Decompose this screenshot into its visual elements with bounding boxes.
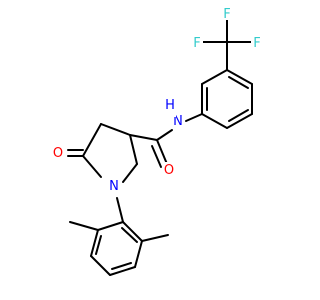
bond-n-aryl [116,197,124,223]
bond-ar3-ar4 [226,113,253,129]
bond-c2-c3 [129,134,138,165]
atom-label-background [221,6,233,20]
bond-dm-inner-3 [121,227,138,243]
bond-c5-n [82,155,102,178]
bond-dm3-dm4 [90,255,111,276]
fluorine-atom-1: F [221,6,233,22]
atom-label-amide-h: H [165,98,175,113]
atom-label-background [164,111,176,117]
bond-ar-inner-1 [228,76,249,89]
bond-ar-inner-2 [228,109,249,122]
fluorine-atom-2: F [191,35,203,51]
amide-oxygen-atom: O [162,162,176,178]
atom-label-amide-o: O [164,163,174,178]
bond-dm1-dm2 [97,221,124,231]
atom-label-background [162,162,176,177]
bond-dm-inner-1 [95,235,102,255]
bond-ar1-ar2 [226,69,253,85]
bond-ar6-ar1 [201,69,228,85]
bond-dm4-dm5 [109,266,136,276]
atom-label-background [106,178,122,193]
atom-label-f3: F [253,36,260,51]
fluorine-atom-3: F [251,35,263,51]
bond-carbonyl-o-a [156,139,168,165]
atom-labels: F F F N H O O N [50,6,263,194]
bond-dm2-dm3 [90,229,99,257]
bond-n-c2 [122,163,138,183]
bond-dm5-dm6 [134,240,143,268]
bond-dm-inner-2 [111,262,132,270]
atom-label-ring-o: O [53,146,63,161]
atom-label-background [50,145,66,160]
lactam-oxygen-atom: O [50,145,66,161]
atom-label-background [251,35,263,49]
atom-label-f2: F [193,36,200,51]
molecule-structure-diagram: F F F N H O O N [50,6,263,276]
atom-label-f1: F [223,7,230,22]
bond-aryl-nh [185,113,203,122]
bonds [67,17,253,276]
bond-ar4-ar5 [201,113,228,129]
bond-carbonyl-c3 [129,134,158,141]
bond-methyl-1 [69,221,99,231]
bond-nh-carbonyl [156,129,173,141]
atom-label-amide-n: N [173,114,183,129]
amide-nitrogen-atom: N H [164,98,185,129]
bond-methyl-2 [141,234,169,242]
ring-nitrogen-atom: N [106,178,122,194]
bond-c4-c5 [82,123,102,157]
atom-label-background [191,35,203,49]
bond-c3-c4 [100,123,131,136]
atom-label-ring-n: N [109,179,119,194]
bond-carbonyl-o-b [151,145,162,168]
bond-dm6-dm1 [122,221,143,242]
